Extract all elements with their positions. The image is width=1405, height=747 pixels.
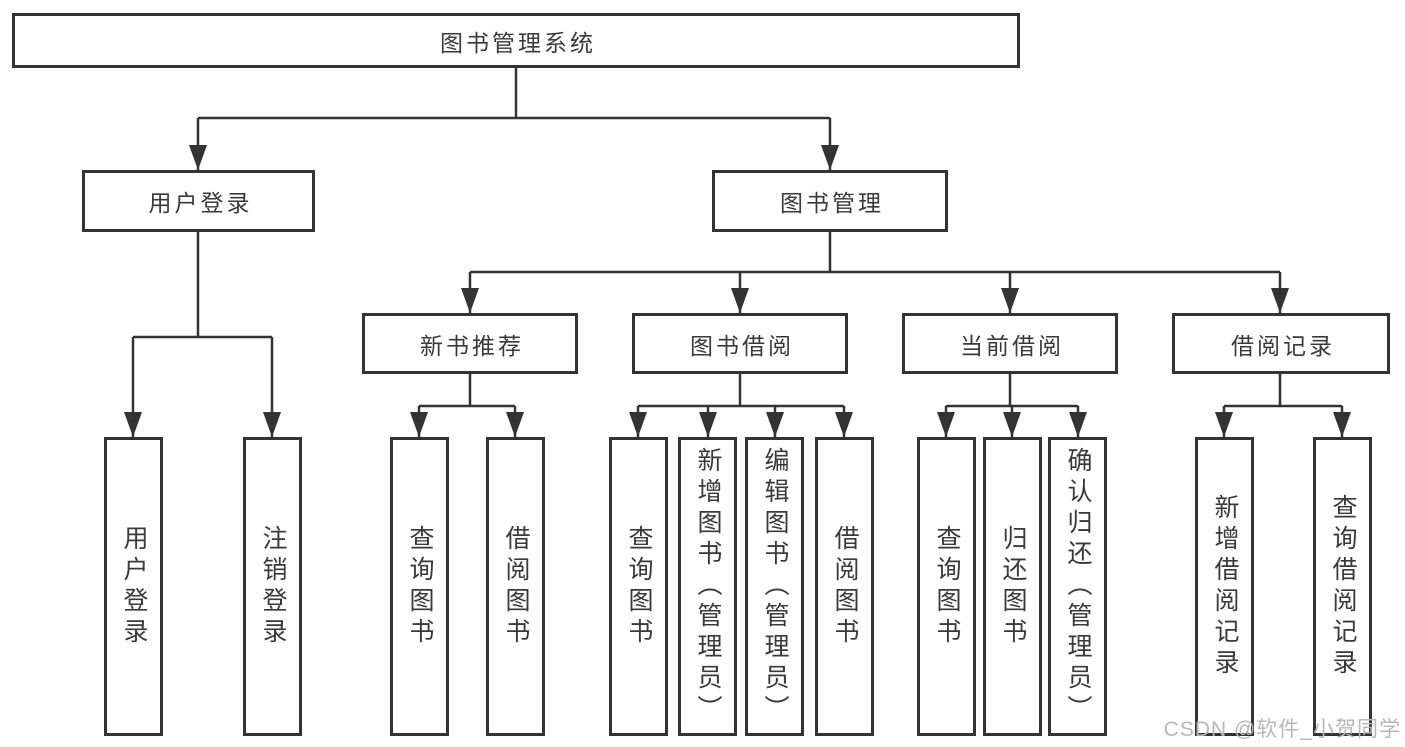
leaf-records-query-record: 查询借阅记录 bbox=[1313, 437, 1372, 736]
node-new-book-recommend-label: 新书推荐 bbox=[420, 332, 524, 359]
leaf-current-return-books-label: 归还图书 bbox=[999, 524, 1027, 649]
node-root: 图书管理系统 bbox=[12, 13, 1020, 68]
node-book-borrow: 图书借阅 bbox=[632, 313, 848, 374]
node-user-login-label: 用户登录 bbox=[148, 190, 253, 216]
leaf-newbook-borrow-books-label: 借阅图书 bbox=[502, 524, 530, 649]
leaf-current-query-books: 查询图书 bbox=[917, 437, 976, 736]
arrowheads bbox=[124, 145, 1351, 437]
node-borrow-records: 借阅记录 bbox=[1172, 313, 1390, 374]
leaf-logout: 注销登录 bbox=[243, 437, 302, 736]
leaf-newbook-borrow-books: 借阅图书 bbox=[486, 437, 545, 736]
leaf-user-login: 用户登录 bbox=[104, 437, 163, 736]
leaf-current-confirm-return-admin: 确认归还（管理员） bbox=[1048, 437, 1107, 736]
node-new-book-recommend: 新书推荐 bbox=[362, 313, 578, 374]
leaf-borrow-borrow-books-label: 借阅图书 bbox=[831, 524, 859, 649]
node-current-borrow: 当前借阅 bbox=[902, 313, 1118, 374]
node-borrow-records-label: 借阅记录 bbox=[1231, 332, 1335, 359]
leaf-borrow-edit-books-admin-label: 编辑图书（管理员） bbox=[761, 447, 789, 726]
leaf-current-confirm-return-admin-label: 确认归还（管理员） bbox=[1064, 447, 1092, 726]
leaf-borrow-query-books: 查询图书 bbox=[609, 437, 668, 736]
leaf-newbook-query-books: 查询图书 bbox=[390, 437, 449, 736]
leaf-records-query-record-label: 查询借阅记录 bbox=[1329, 493, 1357, 680]
node-user-login: 用户登录 bbox=[82, 170, 315, 232]
leaf-borrow-edit-books-admin: 编辑图书（管理员） bbox=[745, 437, 804, 736]
node-book-management-label: 图书管理 bbox=[780, 190, 884, 216]
leaf-borrow-borrow-books: 借阅图书 bbox=[815, 437, 874, 736]
node-current-borrow-label: 当前借阅 bbox=[960, 332, 1064, 359]
leaf-borrow-query-books-label: 查询图书 bbox=[625, 524, 653, 649]
leaf-current-query-books-label: 查询图书 bbox=[933, 524, 961, 649]
leaf-logout-label: 注销登录 bbox=[259, 524, 287, 649]
leaf-user-login-label: 用户登录 bbox=[120, 524, 148, 649]
leaf-newbook-query-books-label: 查询图书 bbox=[406, 524, 434, 649]
leaf-borrow-add-books-admin-label: 新增图书（管理员） bbox=[694, 447, 722, 726]
csdn-watermark: CSDN @软件_小贺同学 bbox=[1163, 718, 1401, 741]
leaf-borrow-add-books-admin: 新增图书（管理员） bbox=[678, 437, 737, 736]
leaf-current-return-books: 归还图书 bbox=[983, 437, 1042, 736]
node-root-label: 图书管理系统 bbox=[440, 29, 596, 56]
leaf-records-add-record-label: 新增借阅记录 bbox=[1211, 493, 1239, 680]
leaf-records-add-record: 新增借阅记录 bbox=[1195, 437, 1254, 736]
node-book-management: 图书管理 bbox=[712, 170, 948, 232]
node-book-borrow-label: 图书借阅 bbox=[690, 332, 794, 359]
